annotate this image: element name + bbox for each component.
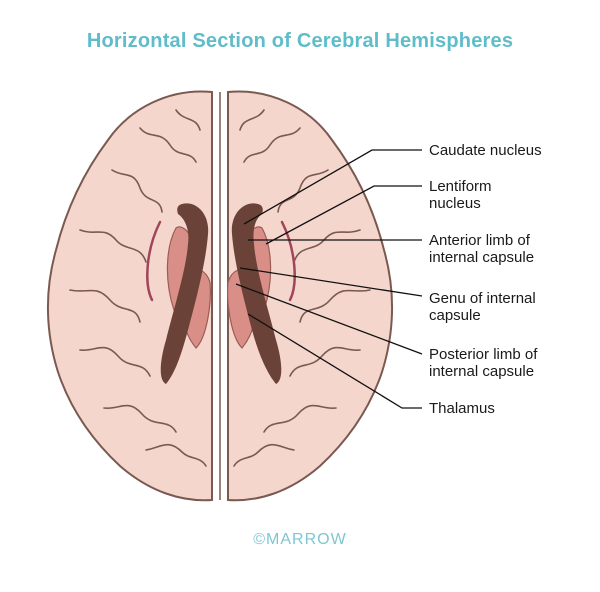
left-ventricle [160,203,209,384]
brand-watermark: ©MARROW [253,531,347,548]
diagram-title: Horizontal Section of Cerebral Hemispher… [86,30,514,52]
label-line2: internal capsule [429,363,535,380]
label-line1: Posterior limb of [429,346,538,363]
brain-outline [47,90,393,502]
leader-lentiform [265,185,422,245]
left-hemisphere [47,90,213,502]
ventricles [160,203,282,384]
label-lentiform-nucleus: Lentiform nucleus [429,178,492,212]
label-genu: Genu of internal capsule [429,290,536,324]
leader-posterior-limb [235,283,423,355]
label-line2: capsule [429,307,481,324]
label-thalamus: Thalamus [429,400,495,417]
label-line2: internal capsule [429,249,535,266]
right-hemisphere [227,90,393,502]
right-claustrum [280,220,296,302]
label-posterior-limb: Posterior limb of internal capsule [429,346,537,380]
label-line1: Lentiform [429,178,492,195]
claustrum [146,220,296,302]
label-line1: Anterior limb of [429,232,530,249]
label-line1: Genu of internal [429,290,536,307]
leader-caudate [243,149,422,225]
label-anterior-limb: Anterior limb of internal capsule [429,232,534,266]
left-claustrum [146,220,162,302]
label-line1: Thalamus [429,400,495,417]
right-ventricle [231,203,282,384]
label-caudate-nucleus: Caudate nucleus [429,142,542,159]
leader-genu [239,267,423,297]
leader-thalamus [247,313,422,409]
leader-lines [235,149,423,409]
label-line1: Caudate nucleus [429,142,542,159]
label-line2: nucleus [429,195,481,212]
